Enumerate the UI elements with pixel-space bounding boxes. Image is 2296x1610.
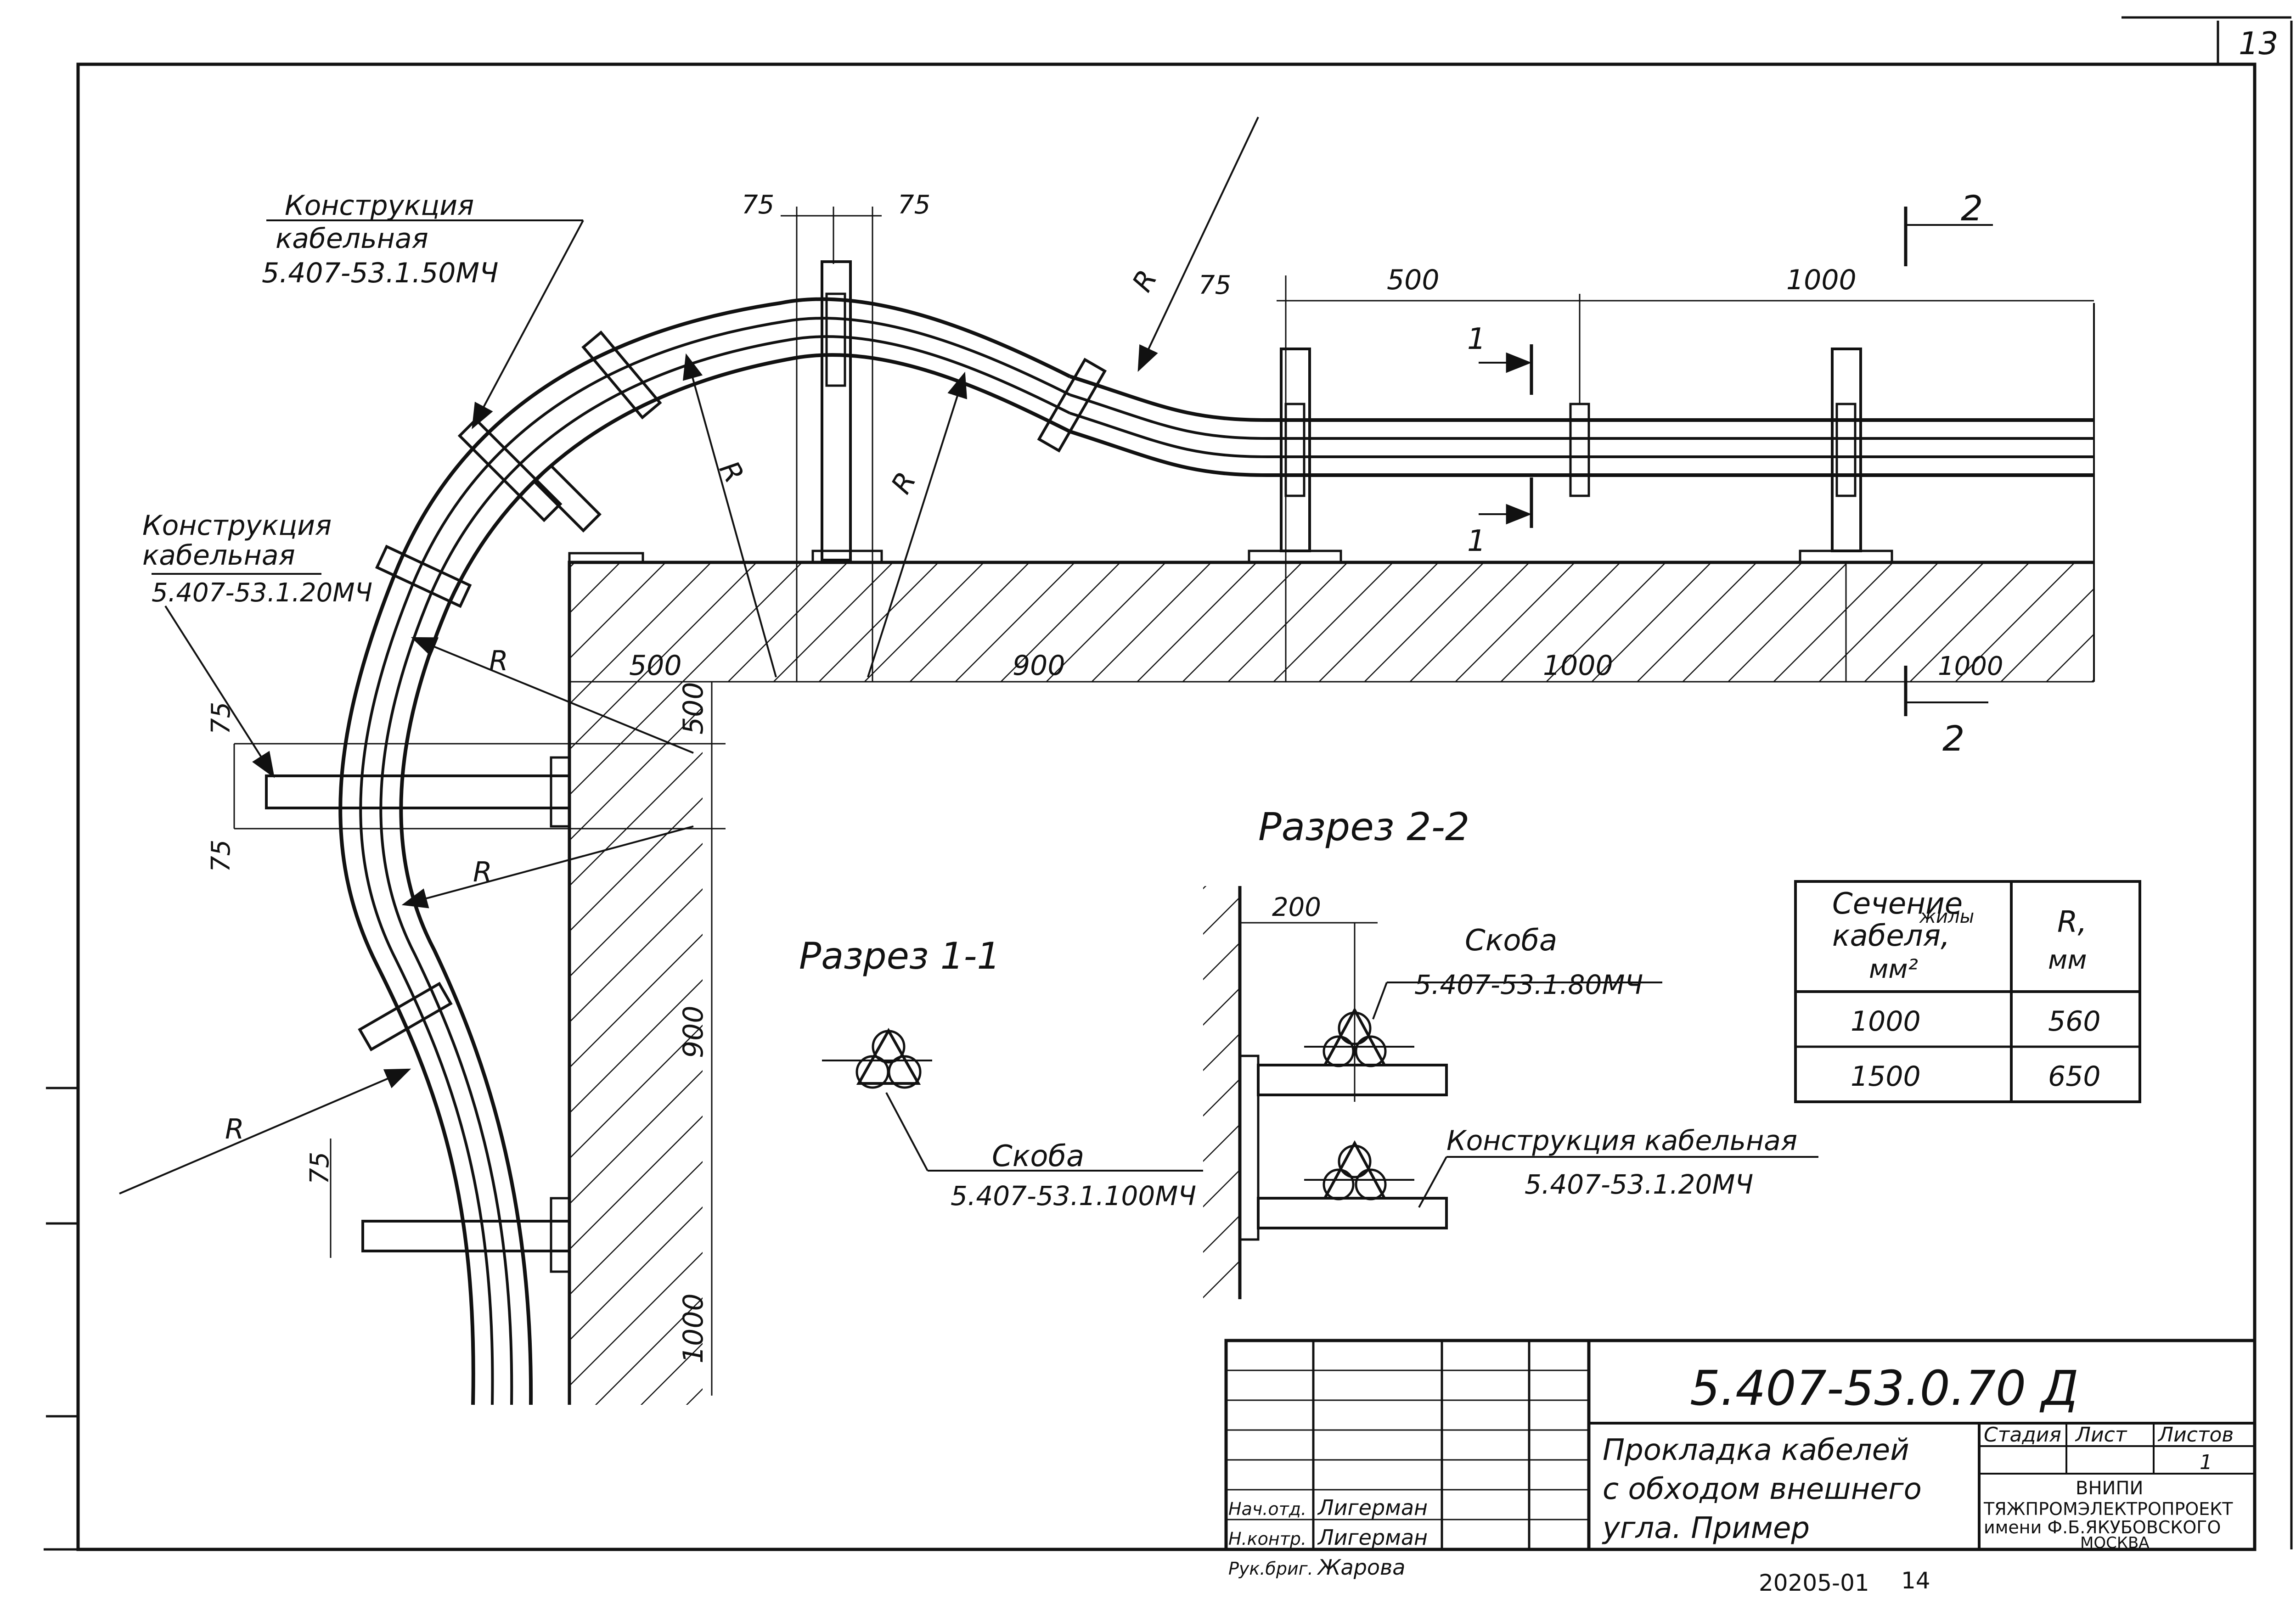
dim-1000-end: 1000 [1938,651,2003,681]
table-header-cable: кабеля, [1832,919,1950,953]
bottom-stamp-page: 14 [1901,1567,1930,1594]
table-header-r: R, [2057,905,2087,939]
sheet-frame [44,16,2293,1551]
dim-75-side-c: 75 [305,1152,335,1184]
radius-label-a: R [1126,264,1163,297]
dim-500-bottom: 500 [629,650,682,682]
radius-table [1794,880,2141,1103]
org-line-3: имени Ф.Б.ЯКУБОВСКОГО [1984,1517,2221,1537]
org-line-1: ВНИПИ [2076,1478,2143,1499]
construction-20-right-title: Конструкция кабельная [1446,1125,1797,1157]
sheet-label: Лист [2075,1423,2127,1447]
table-row2-r: 650 [2048,1060,2101,1093]
dim-1000-top: 1000 [1786,264,1857,296]
svg-text:2: 2 [1942,718,1964,759]
svg-text:Конструкция: Конструкция [285,190,474,222]
table-row2-section: 1500 [1851,1060,1921,1093]
name-1: Лигерман [1317,1495,1428,1520]
title-line-2: с обходом внешнего [1603,1472,1922,1506]
dim-900-vertical: 900 [677,1005,709,1058]
cable-run-corner [338,297,1071,1405]
dim-75-right: 75 [898,190,930,220]
title-line-3: угла. Пример [1602,1511,1810,1545]
section-1-1-cables [822,1027,1203,1172]
org-line-2: ТЯЖПРОМЭЛЕКТРОПРОЕКТ [1983,1499,2233,1519]
svg-text:5.407-53.1.20МЧ: 5.407-53.1.20МЧ [152,578,372,608]
cable-run-horizontal [1069,375,2094,477]
table-header-r-unit: мм [2048,945,2087,975]
dim-900-bottom: 900 [1013,650,1065,682]
bracket-100-title: Скоба [992,1139,1084,1173]
section-2-2-title: Разрез 2-2 [1258,804,1469,849]
role-1: Нач.отд. [1228,1499,1306,1519]
name-3: Жарова [1317,1555,1405,1580]
doc-code: 5.407-53.0.70 Д [1690,1360,2079,1416]
role-3: Рук.бриг. [1228,1559,1313,1579]
label-construction-20: Конструкция кабельная 5.407-53.1.20МЧ [142,510,372,778]
arc-clamps [358,330,1107,1052]
sheet-number: 13 [2239,26,2279,62]
dim-200: 200 [1272,892,1321,922]
dim-1000-vertical: 1000 [677,1293,709,1363]
svg-text:кабельная: кабельная [276,223,428,255]
table-header-section: Сечение [1832,887,1963,921]
svg-text:1: 1 [1467,524,1486,558]
svg-text:кабельная: кабельная [142,539,295,572]
svg-text:1: 1 [1467,322,1486,356]
svg-text:Конструкция: Конструкция [142,510,332,542]
dim-75-top: 75 [1199,270,1231,300]
section-2-2-wall [1203,886,1818,1299]
radius-label-c: R [885,466,922,499]
sheets-label: Листов [2157,1423,2234,1447]
bottom-stamp: 20205-01 [1759,1570,1869,1596]
stage-label: Стадия [1984,1423,2061,1447]
cut-marker-2: 2 2 [1904,188,1993,759]
table-row1-section: 1000 [1851,1005,1921,1038]
dim-75-side-a: 75 [206,702,236,735]
radius-label-d: R [489,645,508,677]
table-header-unit: мм² [1869,954,1918,984]
wall-brackets [265,552,644,1273]
table-row1-r: 560 [2048,1005,2101,1038]
construction-20-right-code: 5.407-53.1.20МЧ [1525,1169,1753,1200]
table-header-core: жилы [1919,906,1974,927]
sheets-value: 1 [2200,1451,2212,1474]
radius-label-f: R [225,1113,244,1145]
dim-1000-bottom: 1000 [1543,650,1613,682]
svg-text:2: 2 [1961,188,1983,229]
wall-corner [568,303,2095,1405]
bracket-80-code: 5.407-53.1.80МЧ [1414,969,1643,1000]
radius-lines [119,117,1259,1195]
dim-75-side-b: 75 [206,840,236,872]
dimension-lines [233,207,2094,1396]
radius-label-b: R [713,456,750,488]
cut-marker-1: 1 1 [1467,322,1533,558]
org-line-4: МОСКВА [2080,1534,2150,1552]
radius-label-e: R [473,856,492,888]
dim-500-vertical: 500 [677,682,709,735]
label-construction-50: Конструкция кабельная 5.407-53.1.50МЧ [262,190,584,429]
cable-support-posts [811,260,1893,564]
svg-text:5.407-53.1.50МЧ: 5.407-53.1.50МЧ [262,257,498,289]
dim-75-left: 75 [742,190,774,220]
role-2: Н.контр. [1228,1529,1306,1549]
dim-500-top: 500 [1387,264,1440,296]
bracket-80-title: Скоба [1465,924,1557,958]
bracket-100-code: 5.407-53.1.100МЧ [951,1180,1196,1212]
name-2: Лигерман [1317,1525,1428,1550]
section-1-1-title: Разрез 1-1 [799,935,1000,977]
title-block [1224,1339,2257,1551]
title-line-1: Прокладка кабелей [1603,1433,1909,1467]
